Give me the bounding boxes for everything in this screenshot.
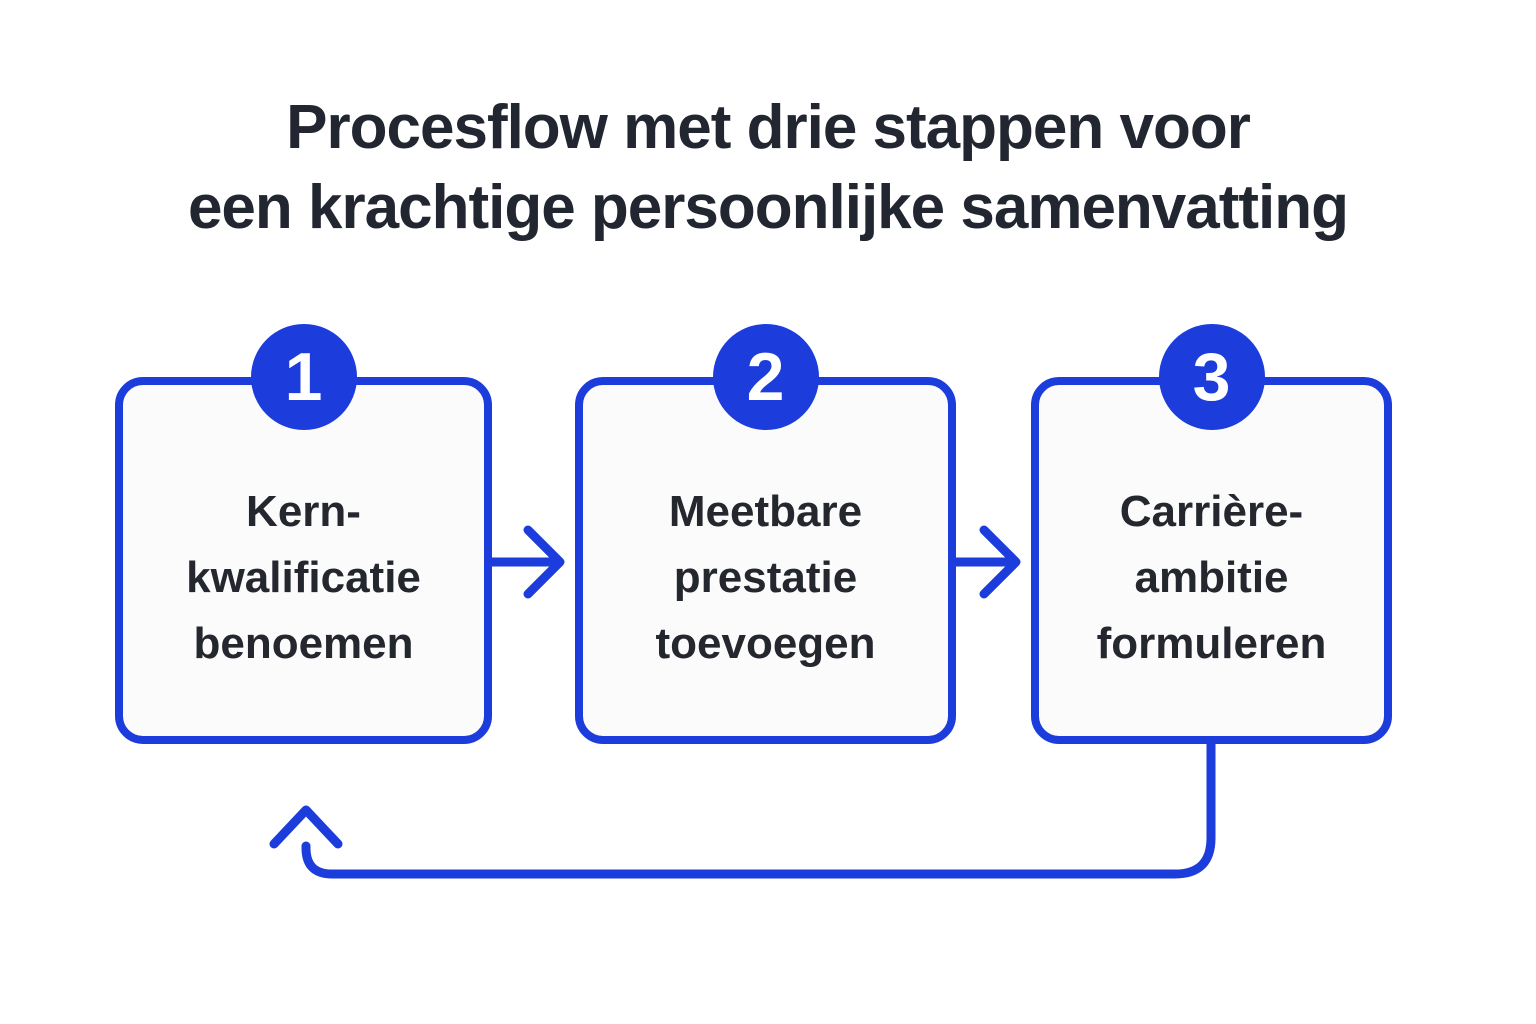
step-3-number: 3 bbox=[1192, 339, 1231, 415]
step-2-number-badge: 2 bbox=[712, 324, 819, 430]
step-2-number: 2 bbox=[746, 339, 785, 415]
step-3-label: Carrière- ambitie formuleren bbox=[1096, 486, 1327, 668]
arrow-right-step2-step3-icon bbox=[951, 525, 1021, 599]
step-box-2: 2 Meetbare prestatie toevoegen bbox=[575, 324, 956, 744]
page-title-line-2: een krachtige persoonlijke samenvatting bbox=[187, 173, 1349, 242]
step-box-1: 1 Kern- kwalificatie benoemen bbox=[115, 324, 492, 744]
arrow-right-step1-step2-icon bbox=[487, 525, 565, 599]
step-2-label: Meetbare prestatie toevoegen bbox=[655, 486, 876, 668]
step-1-label: Kern- kwalificatie benoemen bbox=[186, 486, 421, 668]
step-1-number: 1 bbox=[284, 339, 323, 415]
page-title-line-1: Procesflow met drie stappen voor bbox=[286, 93, 1251, 162]
page-title: Procesflow met drie stappen voor een kra… bbox=[0, 88, 1536, 248]
loop-back-arrow-icon bbox=[269, 739, 1216, 879]
step-3-number-badge: 3 bbox=[1158, 324, 1265, 430]
step-1-number-badge: 1 bbox=[250, 324, 357, 430]
step-box-3: 3 Carrière- ambitie formuleren bbox=[1031, 324, 1392, 744]
